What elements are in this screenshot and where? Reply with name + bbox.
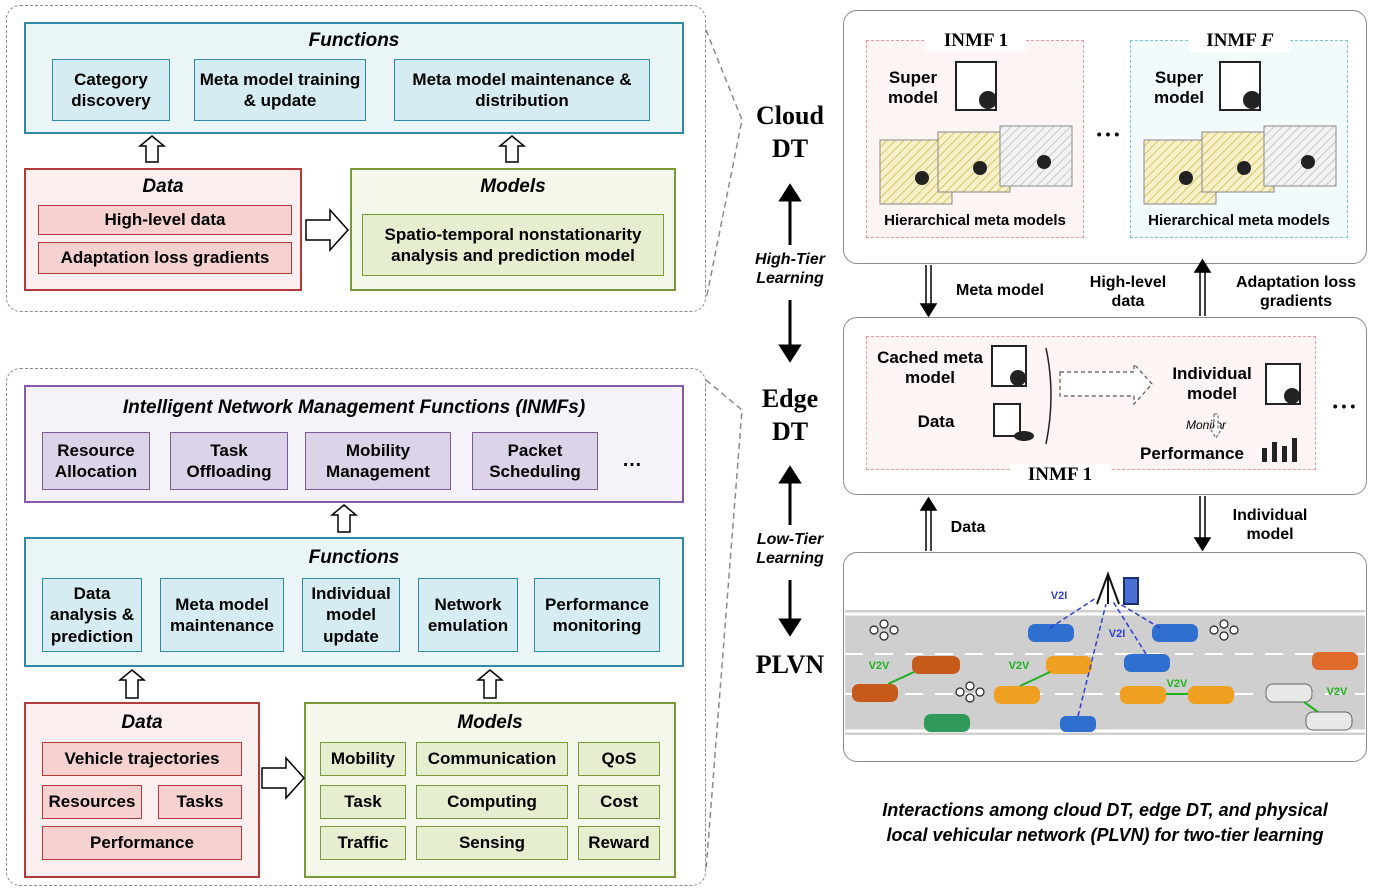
cloud-data-title: Data <box>142 176 184 197</box>
cloud-inmfF-title: INMF F <box>1190 30 1290 52</box>
super-model-label-F: Super model <box>1153 68 1205 108</box>
resources-cell: Resources <box>42 785 142 819</box>
high-level-data-cell: High-level data <box>38 205 292 235</box>
v2i-label-2: V2I <box>1108 628 1126 640</box>
cost-model-cell: Cost <box>578 785 660 819</box>
zoom-line-bottom <box>705 379 743 871</box>
cached-meta-model-label: Cached meta model <box>877 348 983 388</box>
v2v-label-4: V2V <box>1326 686 1348 698</box>
individual-model-update-cell: Individual model update <box>302 578 400 652</box>
inmfs-ellipsis: … <box>622 449 642 471</box>
data-analysis-cell: Data analysis & prediction <box>42 578 142 652</box>
hier-meta-label-F: Hierarchical meta models <box>1148 212 1330 229</box>
plvn-frame <box>843 552 1367 762</box>
edge-inmf1-title: INMF 1 <box>1010 464 1110 486</box>
edge-data-title: Data <box>121 712 163 733</box>
adaptation-gradients-link-label: Adaptation loss gradients <box>1235 274 1356 311</box>
cloud-ellipsis: • • • <box>1096 126 1120 142</box>
v2i-label-1: V2I <box>1050 590 1068 602</box>
edge-data-label: Data <box>917 412 955 431</box>
low-tier-learning-label: Low-Tier Learning <box>756 531 824 568</box>
inmfs-title: Intelligent Network Management Functions… <box>122 397 586 418</box>
adaptation-label: Adaptation <box>1073 376 1141 392</box>
vehicle-trajectories-cell: Vehicle trajectories <box>42 742 242 776</box>
super-model-label-1: Super model <box>887 68 939 108</box>
mobility-management-cell: Mobility Management <box>305 432 451 490</box>
v2v-label-3: V2V <box>1166 678 1188 690</box>
task-model-cell: Task <box>320 785 406 819</box>
performance-edge-label: Performance <box>1140 444 1244 463</box>
zoom-line-top <box>705 29 743 301</box>
meta-model-maintenance-edge-cell: Meta model maintenance <box>160 578 284 652</box>
edge-models-title: Models <box>457 712 523 733</box>
category-discovery-cell: Category discovery <box>52 59 170 121</box>
v2v-label-1: V2V <box>868 660 890 672</box>
network-emulation-cell: Network emulation <box>418 578 518 652</box>
individual-model-edge-label: Individual model <box>1172 364 1252 404</box>
qos-model-cell: QoS <box>578 742 660 776</box>
high-level-data-link-label: High-level data <box>1089 274 1167 311</box>
figure-caption: Interactions among cloud DT, edge DT, an… <box>882 800 1328 846</box>
packet-scheduling-cell: Packet Scheduling <box>472 432 598 490</box>
cloud-functions-title: Functions <box>308 30 400 51</box>
performance-data-cell: Performance <box>42 826 242 860</box>
sensing-model-cell: Sensing <box>416 826 568 860</box>
edge-dt-label: Edge DT <box>761 384 819 446</box>
computing-model-cell: Computing <box>416 785 568 819</box>
data-link-label: Data <box>950 519 986 536</box>
meta-model-maintenance-cell: Meta model maintenance & distribution <box>394 59 650 121</box>
edge-functions-title: Functions <box>308 547 400 568</box>
cloud-dt-label: Cloud DT <box>756 101 824 163</box>
communication-model-cell: Communication <box>416 742 568 776</box>
individual-model-link-label: Individual model <box>1232 507 1308 544</box>
mobility-model-cell: Mobility <box>320 742 406 776</box>
spatio-temporal-model-cell: Spatio-temporal nonstationarity analysis… <box>362 214 664 276</box>
reward-model-cell: Reward <box>578 826 660 860</box>
adaptation-loss-gradients-cell: Adaptation loss gradients <box>38 242 292 274</box>
cloud-models-title: Models <box>480 176 546 197</box>
cloud-inmfF-prefix: INMF <box>1206 30 1261 51</box>
performance-monitoring-cell: Performance monitoring <box>534 578 660 652</box>
cloud-inmfF-var: F <box>1261 30 1274 51</box>
meta-model-link-label: Meta model <box>955 282 1044 299</box>
v2v-label-2: V2V <box>1008 660 1030 672</box>
plvn-label: PLVN <box>755 650 825 679</box>
edge-ellipsis: • • • <box>1332 398 1356 414</box>
cloud-inmf1-title: INMF 1 <box>926 30 1026 52</box>
monitor-label: Monitor <box>1185 418 1226 432</box>
tasks-cell: Tasks <box>158 785 242 819</box>
high-tier-learning-label: High-Tier Learning <box>755 251 825 288</box>
task-offloading-cell: Task Offloading <box>170 432 288 490</box>
hier-meta-label-1: Hierarchical meta models <box>884 212 1066 229</box>
resource-allocation-cell: Resource Allocation <box>42 432 150 490</box>
meta-model-training-cell: Meta model training & update <box>194 59 366 121</box>
traffic-model-cell: Traffic <box>320 826 406 860</box>
